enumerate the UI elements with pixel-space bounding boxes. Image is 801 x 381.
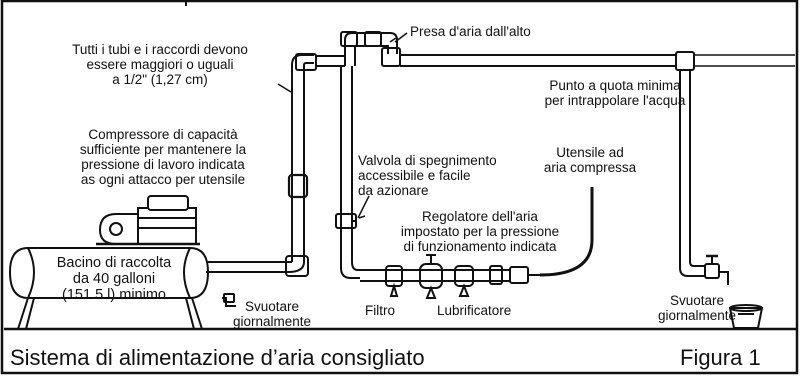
- label-top-air-intake: Presa d'aria dall'alto: [410, 24, 531, 39]
- leader-valve: [357, 195, 370, 219]
- compressor-tank: [8, 247, 210, 330]
- right-drop: [679, 70, 720, 279]
- drain-valve-right: [719, 271, 729, 285]
- label-pipes-note: Tutti i tubi e i raccordi devono essere …: [72, 42, 248, 87]
- drain-valve-left: [222, 293, 236, 307]
- leader-pipes: [277, 83, 292, 93]
- label-drain-left: Svuotare giornalmente: [232, 299, 312, 329]
- main-riser: [287, 54, 314, 262]
- leader-intake: [394, 32, 408, 43]
- drain-bucket: [728, 304, 764, 329]
- label-lubricator: Lubrificatore: [437, 303, 512, 318]
- label-compressor: Compressore di capacità sufficiente per …: [79, 127, 247, 187]
- label-air-tool: Utensile ad aria compressa: [543, 145, 637, 175]
- top-air-intake: [340, 31, 401, 67]
- label-low-point: Punto a quota minima per intrappolare l'…: [544, 78, 686, 108]
- compressor-outlet: [206, 255, 309, 277]
- riser-union: [287, 173, 309, 199]
- frl-line: [360, 254, 540, 299]
- label-tank: Bacino di raccolta da 40 galloni (151.5 …: [56, 255, 172, 303]
- air-hose: [539, 187, 594, 277]
- upper-header: [316, 55, 345, 67]
- figure-title: Sistema di alimentazione d’aria consigli…: [10, 345, 425, 370]
- label-regulator: Regolatore dell'aria impostato per la pr…: [400, 209, 560, 254]
- branch-drop: [335, 66, 360, 279]
- riser-elbow: [295, 53, 317, 71]
- label-drain-right: Svuotare giornalmente: [657, 293, 737, 323]
- figure-number: Figura 1: [680, 345, 761, 370]
- tee-right: [675, 51, 695, 71]
- regulator-body: [419, 263, 443, 289]
- leader-lines: [277, 32, 408, 219]
- compressor-motor: [96, 195, 200, 246]
- quick-coupler: [509, 266, 529, 284]
- label-shutoff-valve: Valvola di spegnimento accessibile e fac…: [358, 153, 497, 198]
- main-line: [400, 51, 795, 71]
- label-filter: Filtro: [365, 303, 395, 318]
